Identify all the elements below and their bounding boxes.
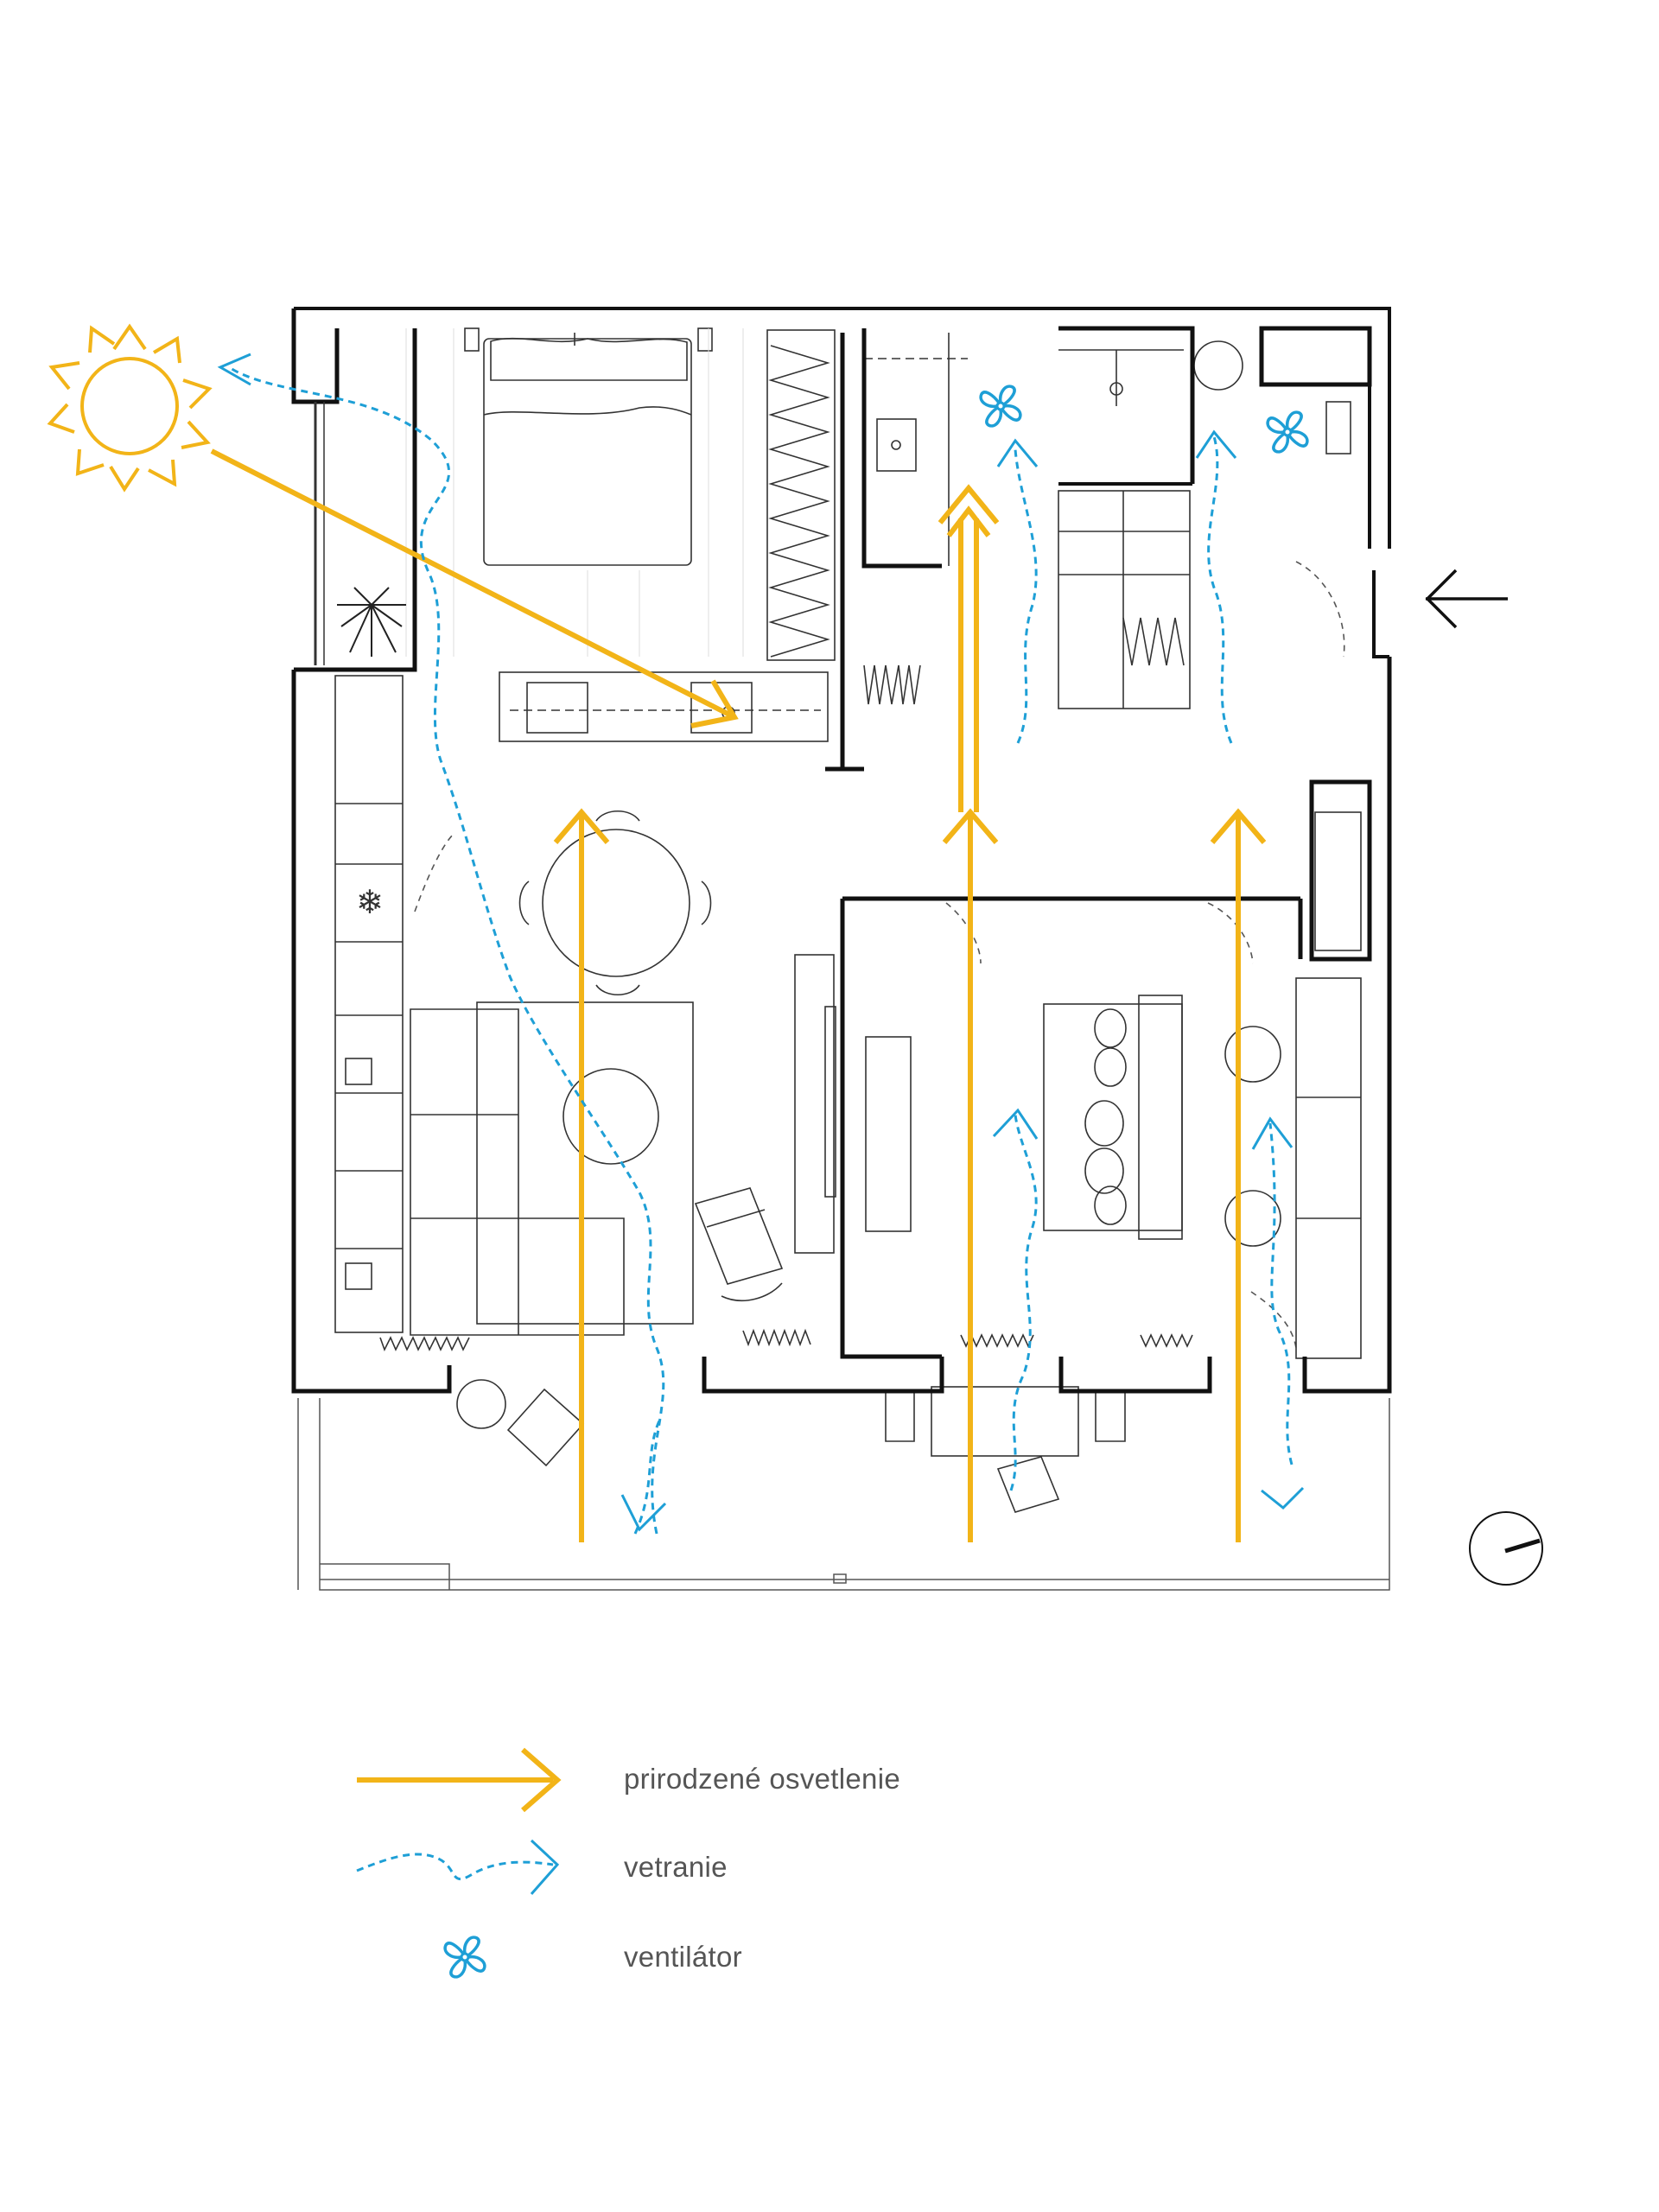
vent-path-hall-right: [1207, 435, 1233, 744]
bathroom-fixtures: [864, 333, 1351, 566]
vent-path-room: [1009, 1114, 1038, 1491]
legend-label-ventilation: vetranie: [624, 1851, 728, 1883]
second-bedroom-bed: [1043, 995, 1183, 1240]
balcony-outline: [297, 1398, 1390, 1591]
sun-icon: [47, 323, 213, 493]
entrance-storage: [1295, 811, 1362, 1359]
hall-wardrobe: [863, 490, 1191, 709]
balcony-furniture: [456, 1379, 1126, 1513]
tv-unit: [794, 954, 836, 1254]
plant-icon: [337, 587, 406, 657]
fan-icon-toilet: [1266, 410, 1309, 454]
radiators: [379, 1328, 1193, 1352]
floor-planks: [405, 328, 744, 657]
daylight-arrow-hall: [938, 484, 1000, 812]
daylight-arrow-right: [1210, 808, 1267, 1542]
legend-symbol-daylight: [357, 1747, 562, 1813]
vent-path-living: [633, 1416, 663, 1535]
legend-symbol-ventilation: [356, 1839, 560, 1895]
vent-path-right: [1268, 1122, 1294, 1465]
fan-icon-bathroom: [979, 385, 1022, 428]
living-sofa: [410, 1001, 694, 1336]
daylight-arrow-room: [942, 808, 999, 1542]
vent-path-bedroom: [228, 365, 665, 1535]
ventilation-paths: [217, 353, 1305, 1535]
legend-label-daylight: prirodzené osvetlenie: [624, 1763, 900, 1795]
wardrobe: [766, 329, 836, 661]
dining-table: [518, 810, 712, 995]
furniture-layer: ❄: [334, 327, 1362, 1513]
door-swings: [414, 561, 1345, 1349]
fan-icon: [443, 1936, 486, 1979]
second-room-desk: [865, 1036, 912, 1232]
daylight-arrow-living: [553, 808, 610, 1542]
rocking-chair: [694, 1187, 784, 1302]
armchairs: [1224, 1026, 1281, 1247]
north-arrow-icon: [1469, 1511, 1543, 1586]
walls: [291, 307, 1392, 1394]
svg-text:❄: ❄: [356, 883, 384, 921]
entrance-arrow-icon: [1425, 569, 1508, 629]
bed: [464, 327, 713, 566]
daylight-arrow-sun: [210, 448, 736, 720]
legend-label-fan: ventilátor: [624, 1941, 742, 1973]
kitchen-counter: ❄: [334, 675, 404, 1333]
vent-path-hall-left: [1014, 448, 1038, 744]
daylight-arrows: [210, 448, 1267, 1542]
